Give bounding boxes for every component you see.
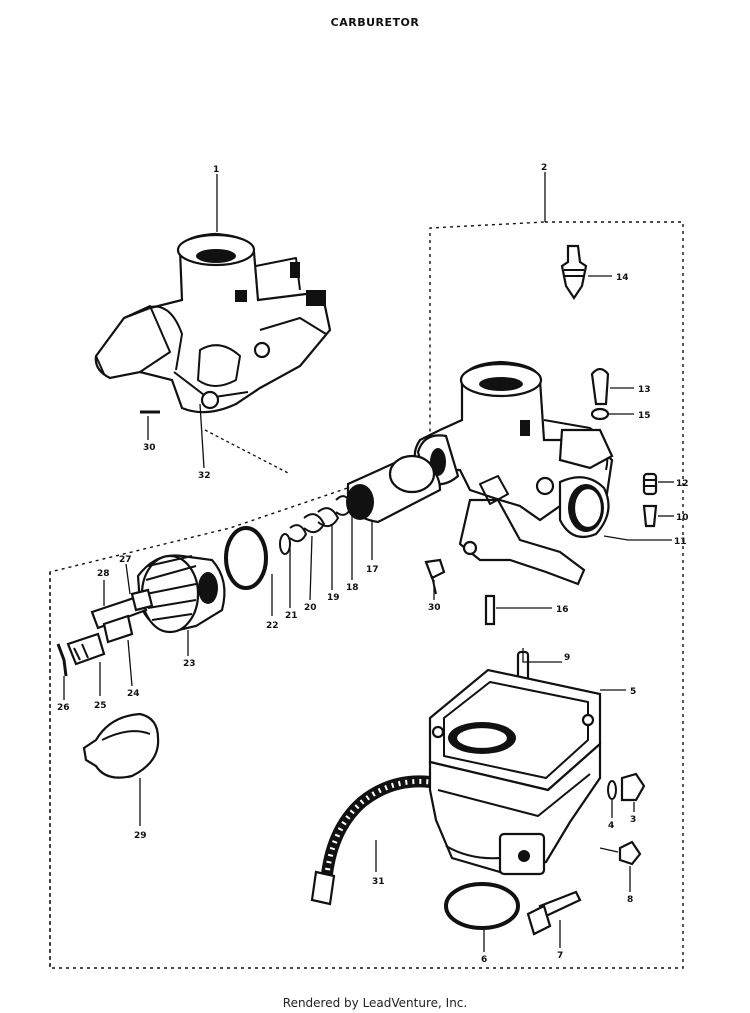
spring-part-19 <box>303 507 339 534</box>
callout-31: 31 <box>372 877 385 887</box>
callout-1: 1 <box>213 165 219 175</box>
float-chamber-part-5 <box>428 668 602 876</box>
callout-6: 6 <box>481 955 487 965</box>
callout-15: 15 <box>638 411 651 421</box>
spring-part-12 <box>642 472 658 496</box>
render-credit-footer: Rendered by LeadVenture, Inc. <box>282 996 468 1010</box>
ring-part-21 <box>279 533 291 555</box>
callout-24: 24 <box>127 689 140 699</box>
callout-2: 2 <box>541 163 547 173</box>
callout-13: 13 <box>638 385 651 395</box>
carburetor-assembly-part-1 <box>94 232 332 414</box>
diagram-title: CARBURETOR <box>330 16 420 29</box>
callout-10: 10 <box>676 513 689 523</box>
callout-26: 26 <box>57 703 70 713</box>
needle-clip-part-18 <box>335 495 353 516</box>
callout-12: 12 <box>676 479 689 489</box>
callout-22: 22 <box>266 621 279 631</box>
needle-part-14 <box>560 244 588 300</box>
rubber-cap-part-29 <box>82 712 160 779</box>
nut-part-24 <box>102 614 134 644</box>
assembly-boundary <box>49 221 684 969</box>
drain-screw-part-8 <box>618 840 642 866</box>
callout-labels: 1 2 14 13 15 12 10 11 30 32 17 18 19 20 … <box>57 163 689 965</box>
callout-4: 4 <box>608 821 614 831</box>
callout-32: 32 <box>198 471 211 481</box>
lock-nut-part-27 <box>130 588 154 612</box>
callout-18: 18 <box>346 583 359 593</box>
screw-part-13 <box>590 367 610 406</box>
cap-part-11 <box>558 476 610 538</box>
drain-plug-part-3 <box>620 772 646 802</box>
callout-19: 19 <box>327 593 340 603</box>
callout-27: 27 <box>119 555 132 565</box>
callout-23: 23 <box>183 659 196 669</box>
carburetor-body-part-2 <box>413 360 614 586</box>
callout-25: 25 <box>94 701 107 711</box>
callout-8: 8 <box>627 895 633 905</box>
screw-part-30-right <box>424 558 446 595</box>
adjuster-part-25 <box>66 632 106 666</box>
callout-30-right: 30 <box>428 603 441 613</box>
callout-7: 7 <box>557 951 563 961</box>
washer-part-4 <box>607 780 617 800</box>
callout-30-upper: 30 <box>143 443 156 453</box>
screw-part-16 <box>484 594 496 626</box>
leader-lines <box>63 172 674 952</box>
callout-29: 29 <box>134 831 147 841</box>
throttle-slide-part-17 <box>346 454 442 524</box>
callout-11: 11 <box>674 537 687 547</box>
pin-part-10 <box>642 504 658 528</box>
callout-3: 3 <box>630 815 636 825</box>
washer-part-15 <box>590 407 610 421</box>
spring-seat-part-20 <box>289 524 307 543</box>
drain-tube-part-31 <box>310 775 431 906</box>
top-cap-part-23 <box>136 554 226 634</box>
callout-17: 17 <box>366 565 379 575</box>
callout-20-upper: 20 <box>304 603 317 613</box>
callout-28: 28 <box>97 569 110 579</box>
callout-21: 21 <box>285 611 298 621</box>
screw-part-7 <box>526 890 582 936</box>
callout-5: 5 <box>630 687 636 697</box>
pin-part-26 <box>56 643 68 677</box>
callout-16: 16 <box>556 605 569 615</box>
callout-9: 9 <box>564 653 570 663</box>
adjuster-screw-part-28 <box>90 594 148 630</box>
o-ring-part-6 <box>444 882 520 930</box>
gasket-part-22 <box>224 526 268 590</box>
callout-14: 14 <box>616 273 629 283</box>
